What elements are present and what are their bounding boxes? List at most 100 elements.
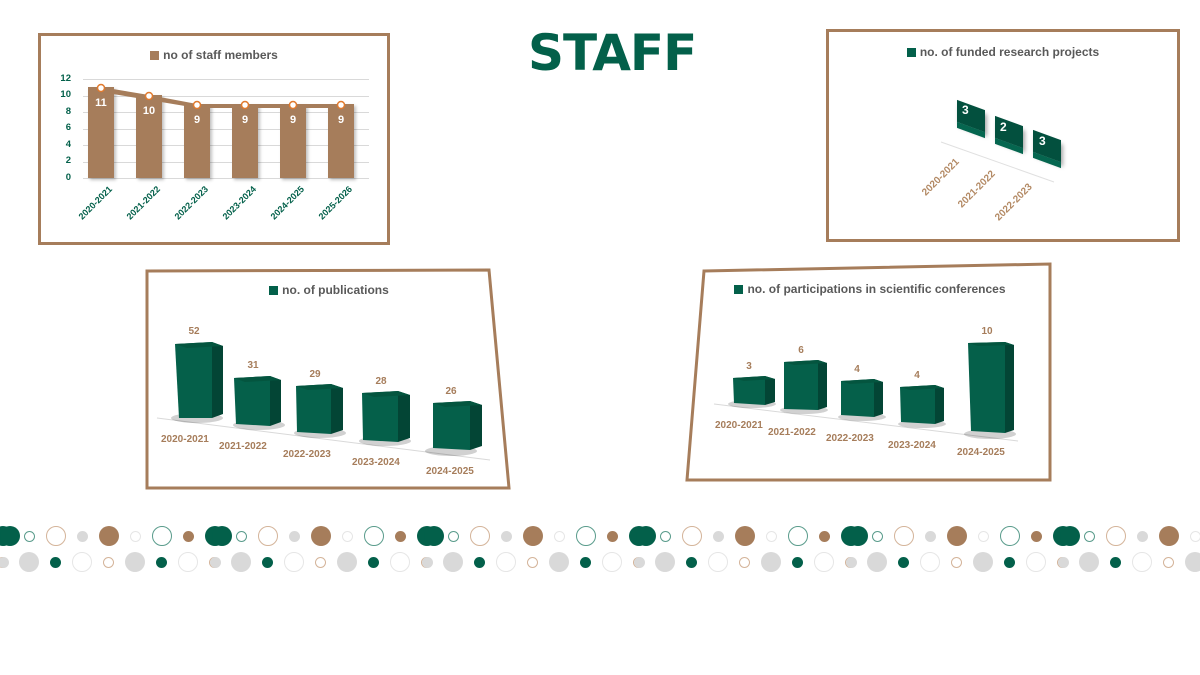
decorative-dot xyxy=(311,526,331,546)
decorative-dot xyxy=(973,552,993,572)
data-label: 4 xyxy=(914,370,920,381)
gridline xyxy=(83,129,369,130)
y-tick: 4 xyxy=(65,139,71,150)
decorative-dot xyxy=(125,552,145,572)
chart-legend: no of staff members xyxy=(41,48,387,62)
data-label: 2 xyxy=(1000,120,1007,134)
data-label: 11 xyxy=(95,97,107,109)
gridline xyxy=(83,79,369,80)
decorative-dot xyxy=(210,556,221,568)
decorative-dot xyxy=(978,530,989,542)
decorative-dot xyxy=(501,530,512,542)
decorative-dot xyxy=(947,526,967,546)
decorative-dot xyxy=(24,530,35,542)
bar xyxy=(88,87,114,178)
decorative-dot xyxy=(686,556,697,568)
decorative-dot xyxy=(72,552,92,572)
axis-line xyxy=(940,141,1055,183)
x-tick-label: 2022-2023 xyxy=(826,433,874,444)
decorative-dot xyxy=(549,552,569,572)
decorative-dot xyxy=(602,552,622,572)
gridline xyxy=(83,162,369,163)
data-label: 26 xyxy=(445,386,457,397)
decorative-dot xyxy=(788,526,808,546)
decorative-dot xyxy=(655,552,675,572)
decorative-dot xyxy=(368,556,379,568)
decorative-dot xyxy=(951,556,962,568)
decorative-dot xyxy=(77,530,88,542)
decorative-dot-strip xyxy=(0,520,1200,580)
decorative-dot xyxy=(1110,556,1121,568)
x-tick-label: 2020-2021 xyxy=(715,420,763,431)
bar xyxy=(328,104,354,178)
decorative-dot xyxy=(443,552,463,572)
data-label: 52 xyxy=(188,326,200,337)
decorative-dot xyxy=(183,530,194,542)
y-tick: 6 xyxy=(65,122,71,133)
staff-members-chart: no of staff members 12 10 8 6 4 2 0 11 1… xyxy=(38,33,390,245)
bar xyxy=(136,95,162,178)
data-label: 10 xyxy=(981,326,993,337)
decorative-dot xyxy=(708,552,728,572)
decorative-dot xyxy=(130,530,141,542)
decorative-dot xyxy=(1132,552,1152,572)
x-tick-label: 2021-2022 xyxy=(768,427,816,438)
legend-label: no. of funded research projects xyxy=(919,45,1100,59)
x-tick-label: 2024-2025 xyxy=(426,466,474,477)
decorative-dot xyxy=(156,556,167,568)
decorative-dot xyxy=(814,552,834,572)
decorative-dot xyxy=(819,530,830,542)
legend-swatch-icon xyxy=(269,286,279,295)
data-label: 9 xyxy=(337,114,345,126)
decorative-dot xyxy=(1084,530,1095,542)
decorative-dot xyxy=(766,530,777,542)
decorative-dot xyxy=(152,526,172,546)
bar xyxy=(280,104,306,178)
x-tick-label: 2020-2021 xyxy=(161,434,209,445)
x-tick-label: 2023-2024 xyxy=(888,440,936,451)
decorative-dot xyxy=(390,552,410,572)
x-tick-label: 2024-2025 xyxy=(957,447,1005,458)
data-label: 3 xyxy=(1039,134,1046,148)
legend-swatch-icon xyxy=(150,51,160,60)
decorative-dot xyxy=(424,526,444,546)
decorative-dot xyxy=(867,552,887,572)
conferences-chart-frame xyxy=(685,262,1052,482)
decorative-dot xyxy=(576,526,596,546)
gridline xyxy=(83,96,369,97)
decorative-dot xyxy=(1000,526,1020,546)
decorative-dot xyxy=(1137,530,1148,542)
decorative-dot xyxy=(527,556,538,568)
decorative-dot xyxy=(103,556,114,568)
legend-label: no of staff members xyxy=(163,48,278,62)
decorative-dot xyxy=(1106,526,1126,546)
chart-legend: no. of funded research projects xyxy=(829,45,1177,59)
legend-swatch-icon xyxy=(734,285,744,294)
legend-swatch-icon xyxy=(906,48,916,57)
decorative-dot xyxy=(660,530,671,542)
x-tick-label: 2022-2023 xyxy=(283,449,331,460)
data-label: 28 xyxy=(375,376,387,387)
page-title: STAFF xyxy=(528,24,697,82)
decorative-dot xyxy=(1031,530,1042,542)
decorative-dot xyxy=(636,526,656,546)
decorative-dot xyxy=(46,526,66,546)
x-tick-label: 2021-2022 xyxy=(219,441,267,452)
decorative-dot xyxy=(236,530,247,542)
decorative-dot xyxy=(342,530,353,542)
y-tick: 8 xyxy=(65,106,71,117)
decorative-dot xyxy=(713,530,724,542)
decorative-dot xyxy=(607,530,618,542)
decorative-dot xyxy=(1079,552,1099,572)
funded-projects-chart: no. of funded research projects 3 2 3 20… xyxy=(826,29,1180,242)
chart-legend: no. of participations in scientific conf… xyxy=(710,282,1030,296)
y-tick: 0 xyxy=(65,172,71,183)
decorative-dot xyxy=(1004,556,1015,568)
chart-legend: no. of publications xyxy=(145,283,513,297)
data-label: 6 xyxy=(798,345,804,356)
decorative-dot xyxy=(395,530,406,542)
data-label: 10 xyxy=(142,105,156,117)
decorative-dot xyxy=(0,526,20,546)
decorative-dot xyxy=(284,552,304,572)
decorative-dot xyxy=(634,556,645,568)
